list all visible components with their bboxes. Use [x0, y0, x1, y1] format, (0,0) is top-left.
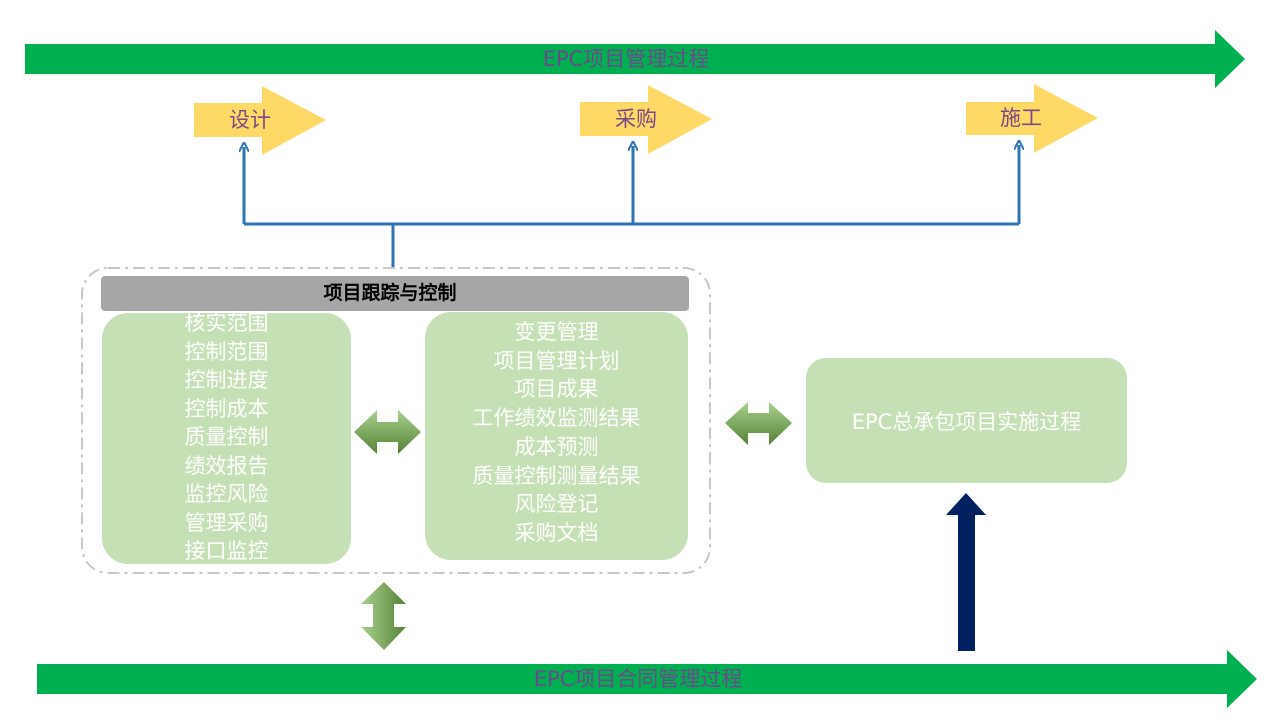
- top-band-arrow: [25, 30, 1245, 88]
- list-item: 采购文档: [514, 520, 599, 545]
- execution-process-box: EPC总承包项目实施过程: [806, 358, 1127, 483]
- phase-connector: [244, 145, 1019, 268]
- double-arrow-vertical: [361, 582, 406, 650]
- phase-arrow-procurement: [580, 85, 712, 154]
- phase-label-design: 设计: [229, 108, 271, 132]
- phase-arrow-design: [194, 86, 326, 155]
- top-band-label: EPC项目管理过程: [542, 47, 710, 71]
- control-outputs-box: 变更管理 项目管理计划 项目成果 工作绩效监测结果 成本预测 质量控制测量结果 …: [425, 312, 688, 560]
- bottom-band-label: EPC项目合同管理过程: [533, 667, 743, 691]
- phase-arrow-construction: [966, 84, 1098, 153]
- bottom-band-arrow: [37, 650, 1257, 708]
- list-item: 控制范围: [184, 339, 269, 364]
- list-item: 项目管理计划: [493, 348, 620, 373]
- list-item: 项目成果: [514, 377, 599, 402]
- execution-process-label: EPC总承包项目实施过程: [851, 409, 1082, 434]
- double-arrow-mid-right: [725, 402, 792, 445]
- list-item: 风险登记: [514, 492, 599, 517]
- control-processes-list: 核实范围 控制范围 控制进度 控制成本 质量控制 绩效报告 监控风险 管理采购 …: [102, 313, 351, 564]
- navy-up-arrow: [946, 493, 986, 651]
- list-item: 控制进度: [184, 368, 269, 392]
- double-arrow-left-mid: [354, 410, 421, 454]
- control-processes-box: 核实范围 控制范围 控制进度 控制成本 质量控制 绩效报告 监控风险 管理采购 …: [102, 313, 351, 564]
- control-outputs-list: 变更管理 项目管理计划 项目成果 工作绩效监测结果 成本预测 质量控制测量结果 …: [425, 318, 688, 548]
- list-item: 核实范围: [184, 313, 269, 335]
- list-item: 质量控制: [184, 425, 269, 449]
- list-item: 管理采购: [184, 510, 269, 535]
- list-item: 监控风险: [184, 482, 269, 506]
- list-item: 接口监控: [184, 539, 269, 563]
- phase-label-construction: 施工: [1000, 106, 1042, 130]
- control-group-outline: [81, 267, 711, 574]
- list-item: 质量控制测量结果: [472, 463, 641, 488]
- control-group-header: 项目跟踪与控制: [101, 276, 689, 311]
- list-item: 工作绩效监测结果: [472, 406, 641, 431]
- phase-label-procurement: 采购: [615, 107, 657, 131]
- list-item: 变更管理: [514, 320, 599, 344]
- list-item: 控制成本: [184, 396, 269, 421]
- list-item: 绩效报告: [184, 453, 269, 478]
- list-item: 成本预测: [514, 434, 599, 459]
